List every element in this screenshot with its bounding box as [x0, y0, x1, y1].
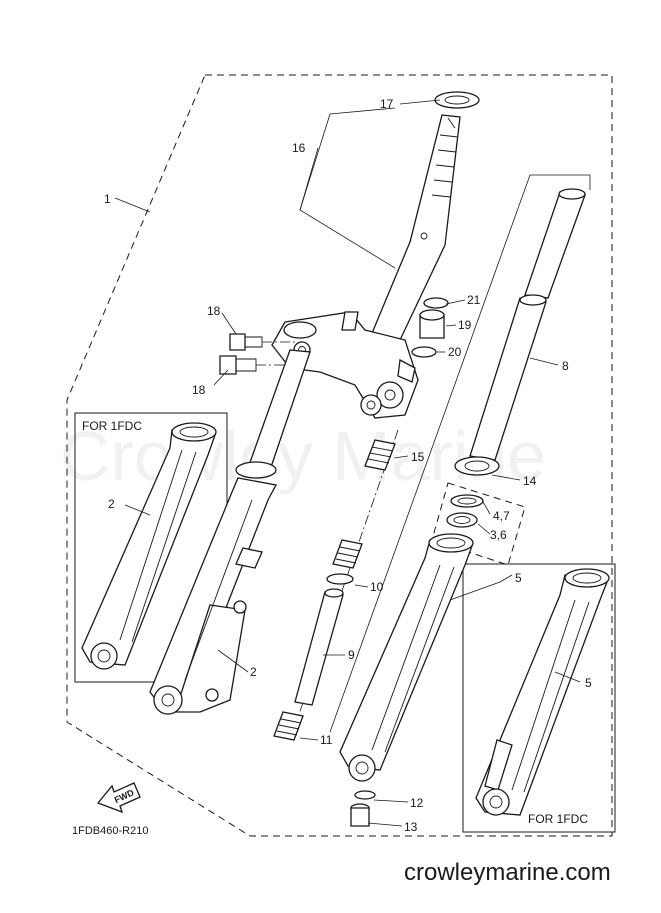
inset-left: FOR 1FDC [74, 412, 228, 683]
callout-1: 1 [104, 192, 111, 206]
steering-stem [369, 114, 461, 341]
callout-10: 10 [370, 580, 384, 594]
inset-left-title: FOR 1FDC [82, 419, 142, 433]
callout-16: 16 [292, 141, 306, 155]
callout-12: 12 [410, 796, 424, 810]
callout-4-7: 4,7 [493, 509, 510, 523]
callout-labels: 1 2 2 3,6 4,7 5 5 8 9 10 11 12 13 14 15 … [104, 97, 592, 834]
watermark-text: Crowley Marine [60, 417, 546, 495]
washer-set [431, 482, 526, 566]
callout-21: 21 [467, 293, 481, 307]
website-text: crowleymarine.com [404, 859, 611, 886]
callout-3-6: 3,6 [490, 528, 507, 542]
fork-spring-upper [364, 439, 396, 471]
under-bracket [271, 311, 419, 419]
left-fork-leg [149, 349, 311, 715]
damper-bolt [350, 803, 370, 827]
copper-washer [354, 790, 376, 800]
callout-13: 13 [404, 820, 418, 834]
forward-direction-arrow: FWD [96, 782, 141, 814]
callout-19: 19 [458, 318, 472, 332]
damper-rod [294, 588, 344, 706]
callout-5: 5 [515, 571, 522, 585]
fork-spring-bottom [273, 711, 304, 741]
pinch-bolts [219, 333, 298, 375]
inset-right: FOR 1FDC [462, 563, 616, 833]
circlip [326, 573, 354, 585]
right-outer-tube [339, 533, 474, 782]
callout-9: 9 [348, 648, 355, 662]
callout-18-lower: 18 [192, 383, 206, 397]
callout-17: 17 [380, 97, 394, 111]
diagram-code: 1FDB460-R210 [72, 825, 148, 837]
outer-tube-inset-right [475, 568, 610, 816]
assembly-outline [66, 74, 613, 837]
callout-2: 2 [250, 665, 257, 679]
inner-tube [469, 188, 586, 461]
bearing-seal [434, 91, 480, 109]
callout-2-inset: 2 [108, 497, 115, 511]
callout-8: 8 [562, 359, 569, 373]
leader-lines [114, 99, 591, 827]
inset-right-title: FOR 1FDC [528, 812, 588, 826]
callout-5-inset: 5 [585, 676, 592, 690]
callout-11: 11 [320, 733, 333, 747]
callout-20: 20 [448, 345, 462, 359]
stem-seals [411, 297, 449, 358]
outer-tube-inset-left [81, 422, 217, 670]
oil-seal [454, 456, 500, 476]
callout-15: 15 [411, 450, 425, 464]
fork-spring-lower [332, 539, 363, 569]
callout-14: 14 [523, 474, 537, 488]
callout-18-upper: 18 [207, 304, 221, 318]
